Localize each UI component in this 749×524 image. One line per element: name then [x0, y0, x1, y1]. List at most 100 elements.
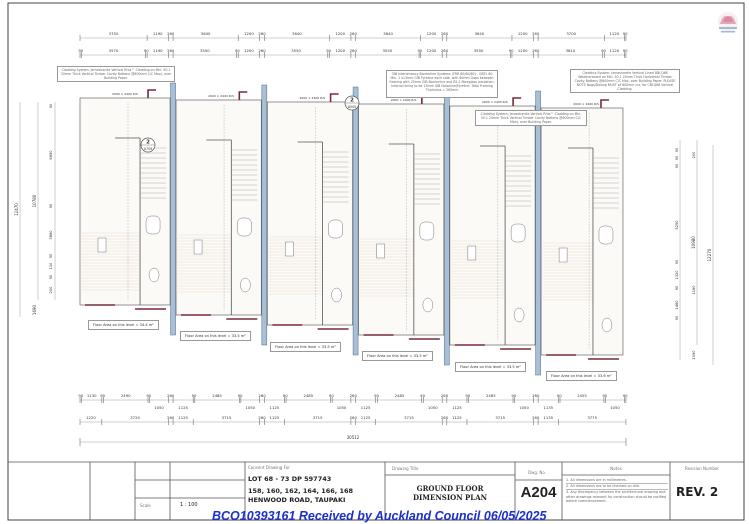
feature-wall: [600, 99, 609, 108]
dimension-value: 3550: [291, 48, 301, 53]
dimension-value: 1120: [609, 48, 619, 53]
floor-plan: 2000 × 2400 R/S 2000 × 2400 R/S 2000 × 240…: [79, 82, 624, 376]
window-label: 2000 × 2400 R/S: [573, 102, 599, 106]
dimension-value: 3715: [222, 415, 232, 420]
bath-fixture: [237, 217, 252, 237]
unit-outline: [358, 103, 445, 336]
floor-area-unit-6: Floor Area on this level = 33.6 m²: [546, 371, 617, 381]
dimension-value: 2485: [303, 393, 313, 398]
window-label: 2000 × 2400 R/S: [391, 98, 417, 102]
dimension-value: 3750: [109, 31, 119, 36]
drawing-number: A204: [520, 484, 557, 501]
dimension-value: 3700: [566, 31, 576, 36]
dimension-value: 1125: [452, 405, 462, 410]
dimension-value: 3550: [200, 48, 210, 53]
dimension-value: 1050: [428, 405, 438, 410]
party-wall: [170, 82, 176, 336]
right-dimension-value: 1480: [675, 300, 679, 310]
company-logo: [718, 12, 738, 33]
dimension-value: 90: [623, 393, 628, 398]
consent-label: Consent Drawing For: [248, 465, 290, 470]
dimension-value: 1200: [335, 48, 345, 53]
dimension-value: 260: [167, 415, 175, 420]
unit-5: 2000 × 2400 R/S: [449, 97, 536, 350]
dimension-value: 1135: [543, 405, 553, 410]
dimension-value: 1135: [543, 415, 553, 420]
dimension-value: 3640: [475, 31, 485, 36]
dimension-value: 90: [623, 31, 628, 36]
left-dimension-value: 10780: [32, 194, 37, 207]
unit-4: 2000 × 2400 R/S: [358, 95, 445, 340]
dimension-value: 1050: [519, 405, 529, 410]
dimension-value: 90: [511, 393, 516, 398]
note-2: 2. All dimensions are to be checked on s…: [566, 483, 668, 488]
dimension-value: 3640: [201, 31, 211, 36]
notes-label: Notes: [610, 466, 622, 471]
right-dimension-value: 1090: [692, 350, 696, 360]
dimension-value: 3550: [474, 48, 484, 53]
dimension-value: 90: [602, 393, 607, 398]
dimension-value: 260: [167, 31, 175, 36]
dimension-value: 90: [78, 393, 83, 398]
appliance: [376, 243, 385, 259]
dimension-value: 1200: [244, 48, 254, 53]
section-number: 2: [350, 98, 354, 104]
dimension-value: 2485: [212, 393, 222, 398]
right-dimension-value: 200: [692, 151, 696, 159]
dimension-value: 1190: [153, 48, 163, 53]
toilet-fixture: [148, 267, 160, 283]
dimension-value: 260: [350, 415, 358, 420]
cladding-note-3: Cladding System: Jameshardie Vertical Li…: [570, 69, 680, 93]
cladding-note-1: Cladding System: Jameshardie Vertical Rh…: [57, 66, 175, 82]
right-dimension-value: 90: [675, 163, 679, 168]
dimension-value: 90: [509, 48, 514, 53]
dimension-value: 90: [557, 393, 562, 398]
bath-fixture: [598, 225, 614, 245]
party-wall: [261, 84, 268, 346]
dimension-value: 90: [283, 393, 288, 398]
toilet-fixture: [240, 277, 251, 293]
left-dimension-value: 3860: [49, 230, 53, 240]
dimension-value: 1200: [335, 31, 345, 36]
dimension-value: 1200: [427, 48, 437, 53]
dimension-value: 1125: [361, 405, 371, 410]
dimension-value: 1200: [518, 31, 528, 36]
toilet-fixture: [422, 297, 434, 313]
party-wall: [535, 90, 541, 376]
dimension-value: 90: [417, 48, 422, 53]
bath-fixture: [328, 219, 343, 239]
dimension-value: 3715: [404, 415, 414, 420]
party-wall: [444, 88, 450, 366]
dimension-value: 260: [167, 393, 175, 398]
right-dimension-value: 1320: [675, 270, 679, 280]
dimension-value: 260: [258, 415, 266, 420]
scale-value: 1 : 100: [180, 502, 198, 508]
dimension-value: 3570: [109, 48, 119, 53]
dimension-value: 260: [350, 31, 358, 36]
dimension-value: 90: [329, 393, 334, 398]
dimension-value: 1125: [178, 405, 188, 410]
scale-label: Scale: [140, 503, 151, 508]
dimension-value: 260: [350, 393, 358, 398]
unit-6: 2000 × 2400 R/S: [540, 99, 624, 360]
section-sheet: A709: [144, 147, 152, 151]
dimension-value: 90: [146, 393, 151, 398]
right-dimension-value: 12270: [707, 248, 712, 261]
dimension-value: 3640: [292, 31, 302, 36]
floor-area-unit-2: Floor Area on this level = 33.5 m²: [180, 331, 251, 341]
sheet-border: [7, 2, 745, 521]
dimension-value: 260: [258, 393, 266, 398]
dimension-value: 2490: [121, 393, 131, 398]
dimension-value: 260: [441, 31, 449, 36]
dimension-value: 2485: [486, 393, 496, 398]
dimension-value: 260: [532, 393, 540, 398]
dimension-value: 260: [350, 48, 358, 53]
dimension-value: 260: [441, 48, 449, 53]
dimension-value: 90: [374, 393, 379, 398]
site-road: HENWOOD ROAD, TAUPAKI: [248, 496, 346, 504]
window-label: 2000 × 2400 R/S: [112, 92, 138, 96]
dimension-value: 90: [192, 393, 197, 398]
drawing-title-line-1: GROUND FLOOR: [416, 484, 484, 493]
dimension-value: 2485: [395, 393, 405, 398]
dimension-value: 260: [532, 415, 540, 420]
